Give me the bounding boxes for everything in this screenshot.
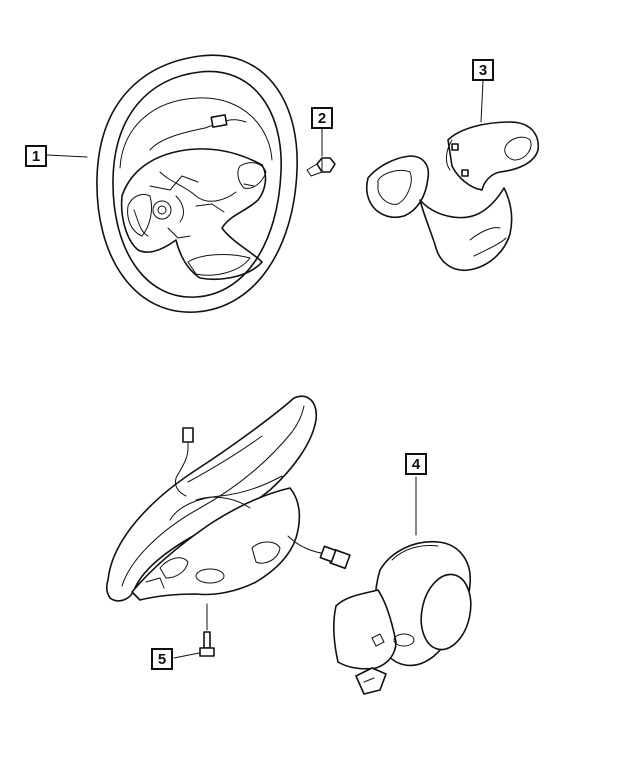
trim-bezel-part: [365, 121, 539, 272]
callout-3: 3: [472, 59, 494, 81]
leader-line-5: [173, 652, 200, 659]
leader-line-1: [46, 154, 88, 158]
steering-wheel-side-view: [105, 395, 351, 602]
airbag-module-part: [333, 540, 472, 695]
leader-line-3: [480, 80, 484, 123]
callout-5: 5: [151, 648, 173, 670]
callout-2: 2: [311, 107, 333, 129]
callout-1: 1: [25, 145, 47, 167]
steering-wheel-front-view: [96, 54, 298, 313]
bolt-icon: [199, 603, 215, 657]
nut-icon: [306, 157, 336, 177]
callout-4: 4: [405, 453, 427, 475]
